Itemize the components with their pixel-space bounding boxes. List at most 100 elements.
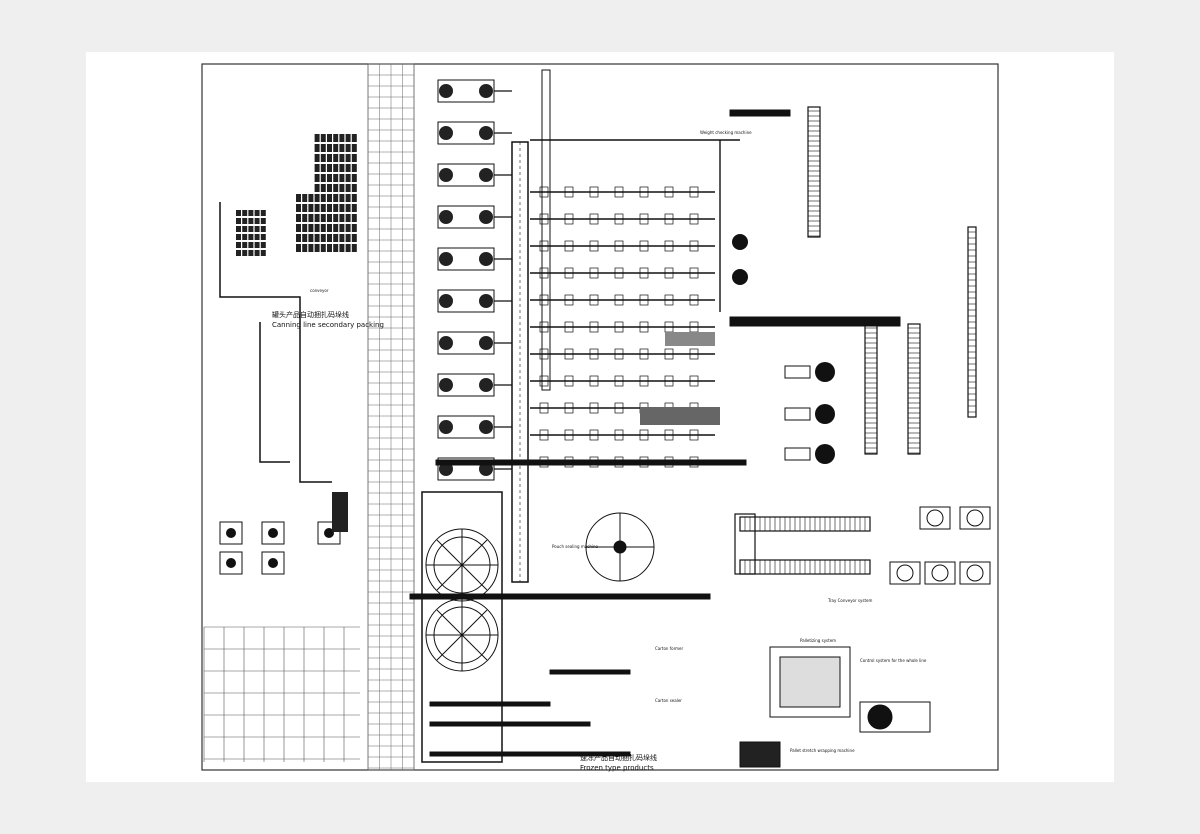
rack-cell: [248, 226, 254, 232]
tank-icon: [479, 336, 493, 350]
station: [639, 213, 649, 225]
rack-cell: [351, 144, 357, 152]
tank-icon: [439, 420, 453, 434]
station: [664, 294, 674, 306]
rack-cell: [302, 234, 308, 242]
rack-cell: [345, 224, 351, 232]
station: [664, 267, 674, 279]
rack-cell: [333, 204, 339, 212]
station: [614, 213, 624, 225]
stretch-wrapping-label: Pallet stretch wrapping machine: [790, 748, 855, 753]
robot-palletizer-icon: [268, 558, 278, 568]
rack-cell: [314, 154, 320, 162]
canning-label-cn: 罐头产品自动捆扎码垛线: [272, 310, 349, 319]
rack-cell: [327, 224, 332, 232]
tank-icon: [439, 126, 453, 140]
rack-cell: [339, 204, 345, 212]
rack-cell: [296, 194, 301, 202]
rack-cell: [351, 164, 357, 172]
process-lines: [530, 139, 740, 468]
rack-cell: [351, 154, 357, 162]
rack-cell: [260, 218, 266, 224]
rack-cell: [320, 174, 326, 182]
rack-cell: [333, 224, 339, 232]
rack-cell: [260, 226, 266, 232]
rack-cell: [333, 184, 339, 192]
cooling-tower-icon: [421, 491, 503, 763]
station: [639, 321, 649, 333]
rack-cell: [327, 134, 332, 142]
thick-conveyors: [409, 109, 901, 675]
main-conveyor-spine: [511, 69, 551, 583]
rack-cell: [314, 184, 320, 192]
rack-cell: [314, 144, 320, 152]
control-system-label: Control system for the whole line: [860, 658, 927, 663]
rack-cell: [339, 244, 345, 252]
station: [539, 267, 549, 279]
rack-cell: [345, 164, 351, 172]
robot-palletizer-icon: [324, 528, 334, 538]
rack-cell: [320, 214, 326, 222]
station: [564, 213, 574, 225]
rack-cell: [254, 242, 260, 248]
rack-cell: [351, 244, 357, 252]
rack-cell: [351, 184, 357, 192]
storage-box: [966, 564, 984, 582]
rack-cell: [327, 204, 332, 212]
station: [564, 267, 574, 279]
tank-icon: [439, 252, 453, 266]
rack-cell: [248, 242, 254, 248]
station: [539, 321, 549, 333]
filling-machine-icon: [815, 362, 835, 382]
tank-icon: [439, 84, 453, 98]
rack-cell: [314, 174, 320, 182]
rack-cell: [242, 226, 248, 232]
rack-cell: [254, 250, 260, 256]
rack-cell: [302, 244, 308, 252]
rack-cell: [248, 234, 254, 240]
rack-cell: [320, 154, 326, 162]
rack-cell: [248, 250, 254, 256]
station: [564, 375, 574, 387]
carton-former-label: Carton former: [655, 646, 683, 651]
station: [639, 375, 649, 387]
rack-cell: [345, 204, 351, 212]
station: [589, 213, 599, 225]
rack-cell: [345, 144, 351, 152]
station: [689, 186, 699, 198]
rack-cell: [351, 194, 357, 202]
building-outline: [201, 63, 999, 771]
station: [614, 348, 624, 360]
rack-cell: [314, 214, 320, 222]
rack-cell: [339, 214, 345, 222]
right-conveyors: [734, 106, 977, 575]
filling-station: [784, 447, 811, 461]
rack-cell: [327, 234, 332, 242]
canning-label-en: Canning line secondary packing: [272, 321, 384, 329]
rack-cell: [236, 210, 241, 216]
storage-box: [959, 506, 991, 530]
station: [564, 348, 574, 360]
station: [539, 294, 549, 306]
rack-cell: [242, 218, 248, 224]
robot-palletizer-icon: [219, 521, 243, 545]
packing-conveyor: [259, 322, 290, 463]
rack-cell: [242, 234, 248, 240]
station: [689, 375, 699, 387]
station: [664, 240, 674, 252]
rack-cell: [320, 244, 326, 252]
rack-cell: [260, 250, 266, 256]
filling-station: [784, 365, 811, 379]
rack-cell: [308, 204, 314, 212]
station: [664, 375, 674, 387]
conveyor-label: conveyor: [310, 288, 329, 293]
filling-machine-icon: [732, 234, 748, 250]
tray-conveyor-label: Tray Conveyor system: [827, 598, 872, 603]
station: [639, 267, 649, 279]
frozen-label-en: Frozen type products: [580, 764, 654, 772]
tank-icon: [479, 294, 493, 308]
rack-cell: [339, 234, 345, 242]
tank-icon: [479, 252, 493, 266]
station: [639, 348, 649, 360]
palletizing-area: [429, 646, 931, 768]
